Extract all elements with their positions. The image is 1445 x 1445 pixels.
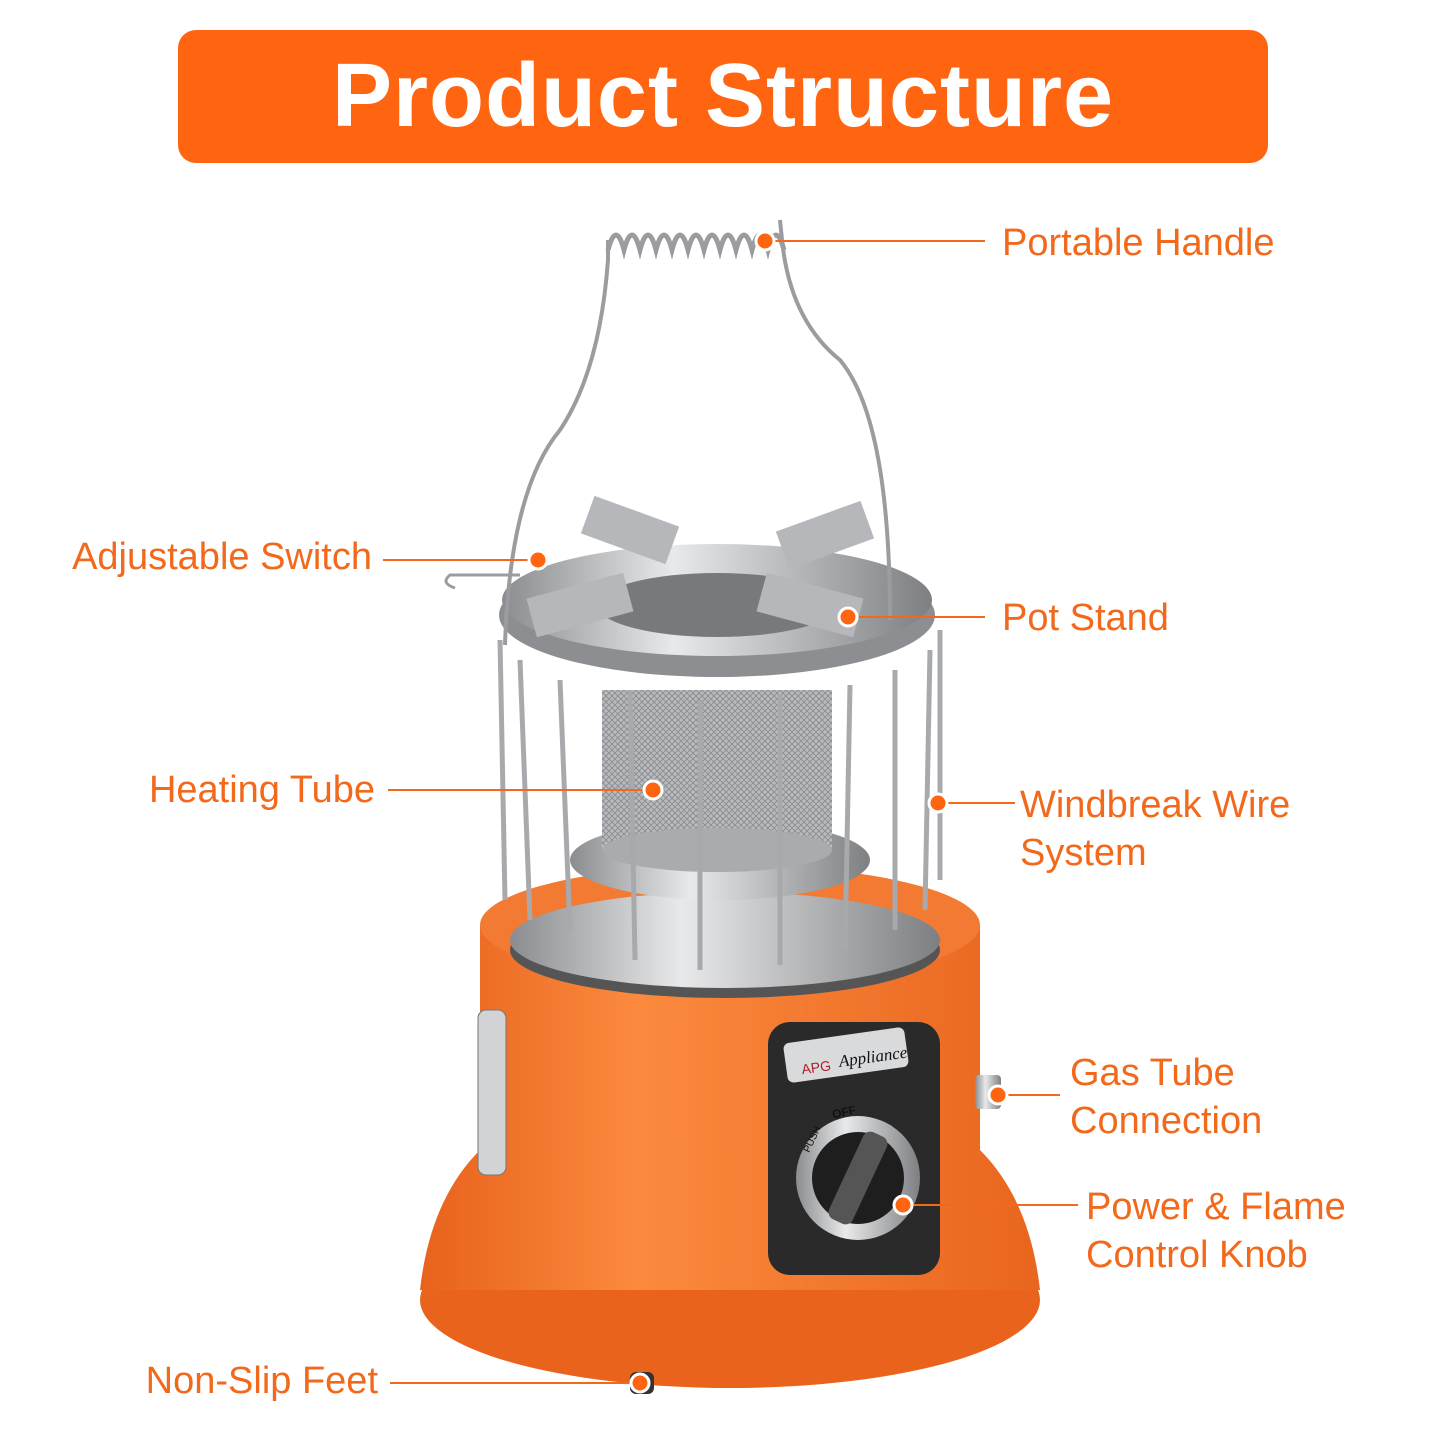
label-adjustable-switch: Adjustable Switch [72, 536, 372, 578]
pot-stand [499, 495, 935, 677]
label-heating-tube: Heating Tube [148, 769, 375, 811]
dot-heating-tube [642, 779, 664, 801]
label-line: Power & Flame [1086, 1186, 1346, 1228]
callout-dots [527, 230, 1009, 1394]
label-windbreak-wire-system: Windbreak Wire System [1020, 781, 1290, 877]
brand-logo: APG [800, 1057, 832, 1077]
dot-handle [754, 230, 776, 252]
label-power-flame-control-knob: Power & Flame Control Knob [1086, 1183, 1346, 1279]
label-pot-stand: Pot Stand [1002, 597, 1169, 639]
control-panel: APG Appliance OFF PUSH [768, 1022, 940, 1275]
label-line: System [1020, 832, 1147, 874]
heater-base [420, 865, 1040, 1394]
dot-switch [527, 549, 549, 571]
dot-gas-tube [987, 1084, 1009, 1106]
windbreak-cage [497, 630, 943, 970]
label-gas-tube-connection: Gas Tube Connection [1070, 1049, 1262, 1145]
heating-tube [570, 690, 870, 900]
label-non-slip-feet: Non-Slip Feet [145, 1360, 378, 1402]
dot-pot-stand [837, 606, 859, 628]
callout-lines [383, 240, 1078, 1384]
side-plate [477, 1009, 507, 1176]
dot-knob [892, 1194, 914, 1216]
dot-feet [629, 1372, 651, 1394]
label-portable-handle: Portable Handle [1002, 222, 1275, 264]
label-line: Gas Tube [1070, 1052, 1235, 1094]
label-line: Connection [1070, 1100, 1263, 1142]
page-title: Product Structure [331, 46, 1115, 146]
knob-marking-off: OFF [831, 1103, 857, 1122]
label-line: Control Knob [1086, 1234, 1308, 1276]
title-banner: Product Structure [178, 30, 1268, 163]
label-line: Windbreak Wire [1020, 784, 1291, 826]
dot-windbreak [927, 792, 949, 814]
